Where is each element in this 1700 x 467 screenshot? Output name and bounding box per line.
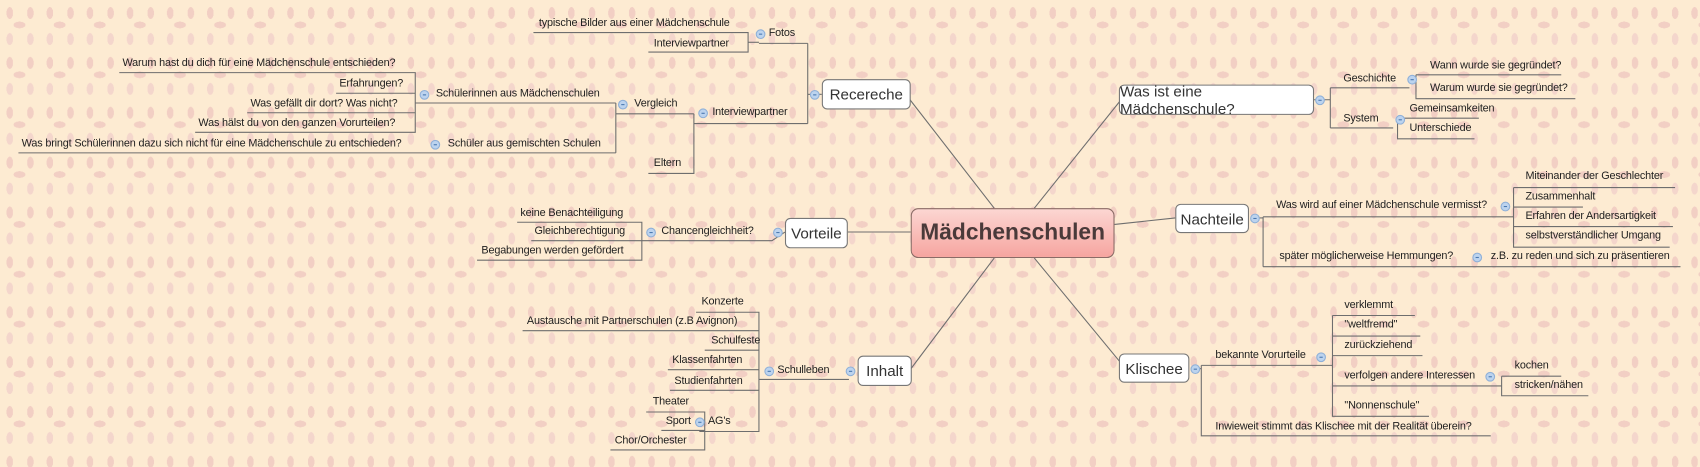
subtopic-interviewpartner[interactable]: Interviewpartner [712,106,788,119]
collapse-toggle-icon[interactable] [1395,114,1406,125]
collapse-toggle-icon[interactable] [1315,95,1325,106]
topic-label[interactable]: später möglicherweise Hemmungen? [1279,250,1454,263]
topic-label[interactable]: kochen [1514,359,1549,372]
topic-label[interactable]: "weltfremd" [1344,318,1398,331]
topic-label[interactable]: selbstverständlicher Umgang [1525,229,1661,242]
topic-label[interactable]: Was wird auf einer Mädchenschule vermiss… [1276,199,1488,212]
collapse-toggle-icon[interactable] [617,99,628,110]
collapse-toggle-icon[interactable] [430,139,441,150]
collapse-toggle-icon[interactable] [646,227,656,238]
topic-nachteile[interactable]: Nachteile [1175,203,1249,234]
topic-label[interactable]: Warum wurde sie gegründet? [1430,82,1568,95]
topic-label[interactable]: Geschichte [1343,72,1396,85]
topic-label[interactable]: bekannte Vorurteile [1215,349,1306,362]
topic-label[interactable]: Klassenfahrten [672,354,743,367]
connector [1396,118,1475,140]
topic-label[interactable]: verklemmt [1344,299,1393,312]
collapse-toggle-icon[interactable] [694,417,705,428]
collapse-toggle-icon[interactable] [845,366,856,377]
collapse-toggle-icon[interactable] [698,108,708,119]
topic-label[interactable]: Interviewpartner [653,37,729,50]
topic-label[interactable]: Chor/Orchester [614,434,687,447]
topic-label[interactable]: Gemeinsamkeiten [1409,102,1495,115]
topic-label[interactable]: Studienfahrten [674,375,743,388]
collapse-toggle-icon[interactable] [1190,364,1201,375]
topic-label[interactable]: Schulfeste [711,335,761,347]
topic-label[interactable]: Zusammenhalt [1525,190,1596,203]
connector [1033,99,1122,209]
topic-recherche[interactable]: Recereche [821,79,911,110]
topic-label[interactable]: stricken/nähen [1514,379,1583,392]
topic-label[interactable]: System [1343,112,1379,125]
connector [908,257,995,373]
topic-label[interactable]: Theater [652,395,689,408]
topic-label[interactable]: Erfahren der Andersartigkeit [1525,210,1656,223]
topic-label[interactable]: Schülerinnen aus Mädchenschulen [435,87,600,100]
topic-label[interactable]: Schüler aus gemischten Schulen [447,137,601,150]
connector [1501,376,1589,397]
collapse-toggle-icon[interactable] [1485,371,1496,382]
topic-label[interactable]: Was bringt Schülerinnen dazu sich nicht … [21,137,402,150]
topic-label[interactable]: Austausche mit Partnerschulen (z.B Avign… [526,315,738,328]
topic-label[interactable]: Sport [665,415,691,428]
topic-label[interactable]: Was gefällt dir dort? Was nicht? [250,97,398,110]
topic-was-ist-eine-maedchenschule[interactable]: Was ist eine Mädchenschule? [1118,82,1315,117]
topic-klischee[interactable]: Klischee [1118,353,1190,383]
topic-label[interactable]: z.B. zu reden und sich zu präsentieren [1490,250,1670,263]
connector [119,72,416,133]
topic-label[interactable]: Schulleben [777,364,830,377]
topic-label[interactable]: Was hälst du von den ganzen Vorurteilen? [198,117,396,130]
collapse-toggle-icon[interactable] [1472,252,1483,263]
connector [1114,217,1176,225]
collapse-toggle-icon[interactable] [1500,201,1511,212]
subtopic-vergleich[interactable]: Vergleich [634,97,678,110]
collapse-toggle-icon[interactable] [755,29,766,40]
topic-label[interactable]: AG's [707,415,731,428]
collapse-toggle-icon[interactable] [1407,74,1418,85]
topic-label[interactable]: Eltern [653,157,682,170]
collapse-toggle-icon[interactable] [419,89,430,100]
subtopic-fotos[interactable]: Fotos [768,27,796,40]
topic-label[interactable]: Erfahrungen? [339,78,404,90]
collapse-toggle-icon[interactable] [1250,213,1260,224]
topic-label[interactable]: zurückziehend [1344,339,1413,352]
topic-label[interactable]: Chancengleichheit? [661,225,754,238]
connector [907,96,995,209]
topic-label[interactable]: Warum hast du dich für eine Mädchenschul… [122,57,396,70]
connector [1200,365,1491,437]
topic-label[interactable]: verfolgen andere Interessen [1344,369,1476,382]
topic-label[interactable]: typische Bilder aus einer Mädchenschule [538,17,730,30]
topic-label[interactable]: Gleichberechtigung [534,225,626,238]
connector [696,311,760,433]
central-topic[interactable]: Mädchenschulen [910,208,1115,259]
collapse-toggle-icon[interactable] [1316,352,1326,363]
topic-label[interactable]: Konzerte [701,295,744,308]
topic-inhalt[interactable]: Inhalt [857,355,912,386]
collapse-toggle-icon[interactable] [809,89,820,100]
connector [1033,257,1122,364]
topic-label[interactable]: keine Benachteiligung [520,207,624,220]
collapse-toggle-icon[interactable] [764,366,775,377]
topic-label[interactable]: Wann wurde sie gegründet? [1430,59,1562,72]
connector [648,113,695,175]
topic-label[interactable]: Miteinander der Geschlechter [1525,170,1664,183]
topic-vorteile[interactable]: Vorteile [784,217,848,249]
topic-label[interactable]: "Nonnenschule" [1344,400,1420,412]
topic-label[interactable]: Begabungen werden gefördert [481,245,624,257]
connector [1331,315,1429,417]
topic-label[interactable]: Unterschiede [1409,122,1472,135]
topic-label[interactable]: Inwieweit stimmt das Klischee mit der Re… [1215,420,1472,433]
collapse-toggle-icon[interactable] [773,227,783,238]
